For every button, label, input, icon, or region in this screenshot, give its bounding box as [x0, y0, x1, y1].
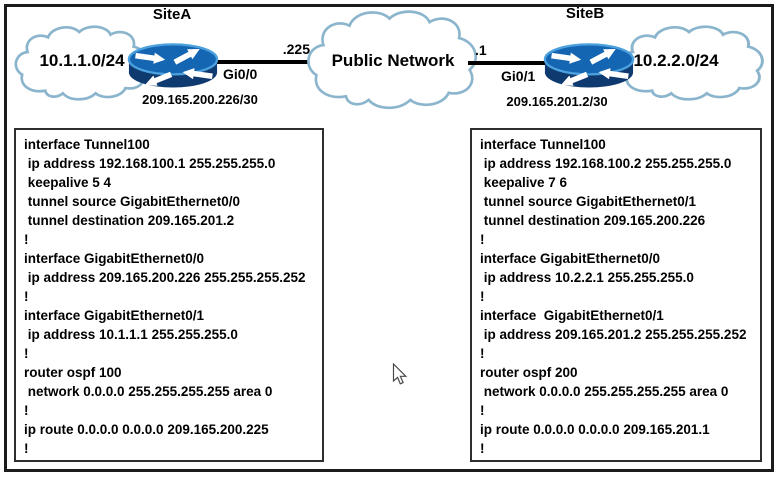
site-b-lan-network-label: 10.2.2.0/24 — [633, 51, 719, 70]
config-line: ! — [24, 403, 29, 418]
config-line: keepalive 5 4 — [24, 175, 112, 190]
config-line: ! — [480, 403, 485, 418]
public-network-label: Public Network — [331, 51, 455, 70]
config-line: tunnel destination 209.165.200.226 — [480, 213, 706, 228]
config-line: ! — [24, 441, 29, 456]
site-b-interface-label: Gi0/1 — [501, 68, 536, 84]
config-line: tunnel source GigabitEthernet0/0 — [24, 194, 241, 209]
config-line: interface GigabitEthernet0/1 — [480, 308, 664, 323]
public-network-cloud-icon — [307, 10, 478, 110]
config-line: ! — [24, 232, 29, 247]
config-line: interface Tunnel100 — [480, 137, 606, 152]
config-line: interface GigabitEthernet0/0 — [24, 251, 205, 266]
mouse-cursor-icon — [392, 363, 408, 385]
config-line: ip address 192.168.100.2 255.255.255.0 — [480, 156, 732, 171]
router-arrows — [135, 48, 213, 86]
config-line: ip route 0.0.0.0 0.0.0.0 209.165.201.1 — [480, 422, 710, 437]
site-b-router-icon — [543, 43, 635, 88]
site-a-lan-cloud-icon — [14, 25, 149, 101]
site-a-interface-label: Gi0/0 — [223, 66, 258, 82]
config-line: interface Tunnel100 — [24, 137, 150, 152]
config-line: ip address 10.2.2.1 255.255.255.0 — [480, 270, 694, 285]
config-line: router ospf 100 — [24, 365, 122, 380]
config-line: ! — [480, 441, 485, 456]
config-line: network 0.0.0.0 255.255.255.255 area 0 — [24, 384, 273, 399]
site-b-config-box: interface Tunnel100 ip address 192.168.1… — [470, 128, 762, 462]
site-a-lan-network-label: 10.1.1.0/24 — [39, 51, 125, 70]
config-line: interface GigabitEthernet0/1 — [24, 308, 205, 323]
config-line: ! — [24, 289, 29, 304]
router-arrows — [551, 48, 629, 86]
site-b-wan-address-label: 209.165.201.2/30 — [506, 94, 608, 109]
site-a-config-box: interface Tunnel100 ip address 192.168.1… — [14, 128, 324, 462]
config-line: tunnel destination 209.165.201.2 — [24, 213, 235, 228]
config-line: ! — [480, 232, 485, 247]
config-line: tunnel source GigabitEthernet0/1 — [480, 194, 697, 209]
config-line: keepalive 7 6 — [480, 175, 568, 190]
link-octet-1-label: .1 — [475, 42, 487, 58]
config-line: router ospf 200 — [480, 365, 578, 380]
site-a-wan-address-label: 209.165.200.226/30 — [142, 92, 258, 107]
site-a-router-icon — [127, 43, 219, 88]
config-line: ! — [480, 346, 485, 361]
config-line: ip route 0.0.0.0 0.0.0.0 209.165.200.225 — [24, 422, 269, 437]
config-line: ! — [24, 346, 29, 361]
config-line: network 0.0.0.0 255.255.255.255 area 0 — [480, 384, 729, 399]
config-line: ip address 192.168.100.1 255.255.255.0 — [24, 156, 276, 171]
link-octet-225-label: .225 — [282, 41, 310, 57]
config-line: interface GigabitEthernet0/0 — [480, 251, 661, 266]
link-site-a-to-public — [214, 60, 314, 64]
site-b-name-label: SiteB — [565, 5, 605, 22]
config-line: ! — [480, 289, 485, 304]
link-public-to-site-b — [468, 61, 550, 65]
config-line: ip address 209.165.201.2 255.255.255.252 — [480, 327, 747, 342]
config-line: ip address 10.1.1.1 255.255.255.0 — [24, 327, 238, 342]
site-a-name-label: SiteA — [152, 6, 192, 23]
config-line: ip address 209.165.200.226 255.255.255.2… — [24, 270, 306, 285]
